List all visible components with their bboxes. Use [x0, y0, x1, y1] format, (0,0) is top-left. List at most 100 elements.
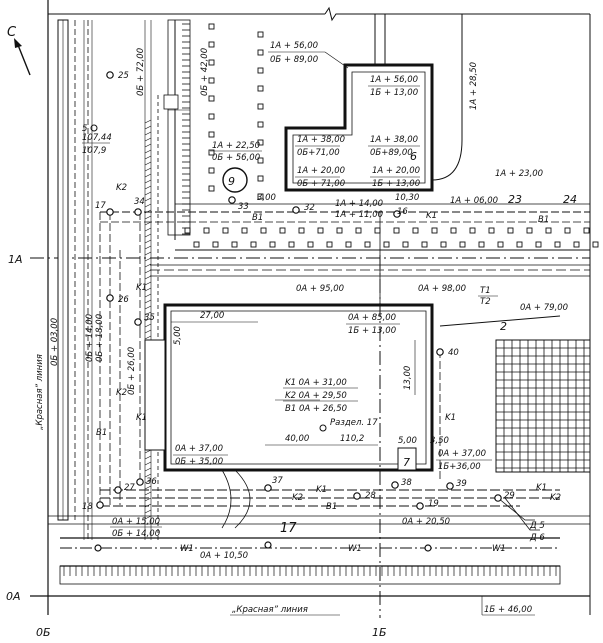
b7-dim-5b: 5,00 — [398, 436, 417, 446]
square-marker-icon — [257, 193, 264, 200]
square-marker-icon — [257, 49, 264, 56]
well-icon — [264, 484, 272, 492]
b7-razdel: Раздел. 17 — [330, 418, 378, 428]
square-marker-icon — [478, 241, 485, 248]
label-1a-11: 1A + 11,00 — [335, 210, 383, 220]
axis-0b-label: 0Б — [36, 626, 51, 639]
b9-coord-2: 0Б + 56,00 — [212, 153, 260, 163]
net-k1-a: K1 — [136, 283, 147, 293]
b6-mid-right-2: 0Б+89,00 — [370, 148, 413, 158]
square-marker-icon — [208, 95, 215, 102]
building-6 — [284, 14, 463, 192]
elevation-10744: 107,44 — [82, 133, 112, 143]
b6-low-right-1: 1A + 20,00 — [372, 166, 420, 176]
label-0a-15: 0A + 15,00 — [112, 517, 160, 527]
square-marker-icon — [208, 131, 215, 138]
axis-0a-label: 0A — [6, 590, 21, 603]
square-marker-icon — [184, 227, 191, 234]
square-marker-icon — [355, 227, 362, 234]
square-marker-icon — [583, 227, 590, 234]
square-marker-icon — [208, 167, 215, 174]
square-marker-icon — [507, 227, 514, 234]
label-0a-79: 0A + 79,00 — [520, 303, 568, 313]
square-marker-icon — [257, 31, 264, 38]
square-marker-icon — [554, 241, 561, 248]
net-k1-d: K1 — [426, 211, 437, 221]
label-1a-14: 1A + 14,00 — [335, 199, 383, 209]
square-marker-icon — [364, 241, 371, 248]
well-icon — [436, 348, 444, 356]
b7-tr-coord-2: 1Б + 13,00 — [348, 326, 396, 336]
well-label-27: 27 — [124, 483, 135, 493]
label-d6: Д 6 — [529, 533, 545, 543]
net-w1-b: W1 — [348, 544, 362, 554]
square-marker-icon — [212, 241, 219, 248]
label-0a-1050: 0A + 10,50 — [200, 551, 248, 561]
label-0b-14: 0Б + 14,00 — [112, 529, 160, 539]
b7-k2: K2 0A + 29,50 — [285, 391, 347, 401]
square-marker-icon — [526, 227, 533, 234]
square-marker-icon — [208, 59, 215, 66]
square-marker-icon — [497, 241, 504, 248]
net-k2-c: K2 — [292, 493, 303, 503]
square-marker-icon — [516, 241, 523, 248]
b7-br-coord-2: 1Б+36,00 — [438, 462, 481, 472]
square-marker-icon — [260, 227, 267, 234]
building-9-circle-icon — [222, 167, 248, 193]
square-marker-icon — [279, 227, 286, 234]
b7-dim-27: 27,00 — [200, 311, 224, 321]
north-arrow: C — [7, 25, 31, 76]
label-2: 2 — [500, 320, 507, 333]
well-label-37: 37 — [272, 476, 283, 486]
square-marker-icon — [208, 77, 215, 84]
top-break — [324, 6, 590, 22]
well-icon — [134, 208, 142, 216]
well-icon — [136, 478, 144, 486]
hatch-horizontal-ticks — [63, 566, 557, 576]
square-marker-icon — [208, 41, 215, 48]
square-markers-row — [184, 227, 599, 248]
square-markers-column — [208, 23, 264, 200]
hatched-strip-vertical — [163, 19, 191, 236]
well-label-25: 25 — [118, 71, 129, 81]
v-label-0b72: 0Б + 72,00 — [136, 48, 146, 96]
square-marker-icon — [241, 227, 248, 234]
label-300: 3,00 — [257, 193, 276, 203]
hydrant-icon — [424, 544, 432, 552]
building-6-number: 6 — [410, 150, 417, 163]
square-marker-icon — [393, 227, 400, 234]
square-marker-icon — [545, 227, 552, 234]
v-label-0b03: 0Б + 03,00 — [50, 318, 60, 366]
b6-mid-right-1: 1A + 38,00 — [370, 135, 418, 145]
b7-dim-13: 13,00 — [403, 366, 413, 390]
b6-inner-coord-2: 1Б + 13,00 — [370, 88, 418, 98]
b7-bl-coord-2: 0Б + 35,00 — [175, 457, 223, 467]
label-0a-98: 0A + 98,00 — [418, 284, 466, 294]
well-label-26: 26 — [118, 295, 129, 305]
label-24: 24 — [563, 193, 577, 206]
b6-low-left-1: 1A + 20,00 — [297, 166, 345, 176]
paved-strip — [100, 203, 590, 277]
square-marker-icon — [250, 241, 257, 248]
b6-low-left-2: 0Б + 71,00 — [297, 179, 345, 189]
square-marker-icon — [421, 241, 428, 248]
square-marker-icon — [336, 227, 343, 234]
well-label-32: 32 — [304, 203, 315, 213]
well-icon — [494, 494, 502, 502]
net-b1-c: B1 — [538, 215, 549, 225]
well-icon — [228, 196, 236, 204]
well-label-28: 28 — [365, 491, 376, 501]
hydrant-icon — [264, 541, 272, 549]
label-1030: 10,30 — [395, 193, 419, 203]
label-1a-06: 1A + 06,00 — [450, 196, 498, 206]
b6-mid-left-2: 0Б+71,00 — [297, 148, 340, 158]
left-strips — [57, 19, 176, 540]
well-icon — [106, 71, 114, 79]
well-icon — [292, 206, 300, 214]
well-icon — [416, 502, 424, 510]
square-marker-icon — [257, 157, 264, 164]
well-label-16: 16 — [397, 207, 408, 217]
net-b1-b: B1 — [252, 213, 263, 223]
v-label-0b26: 0Б + 26,00 — [127, 347, 137, 395]
well-icon — [391, 481, 399, 489]
